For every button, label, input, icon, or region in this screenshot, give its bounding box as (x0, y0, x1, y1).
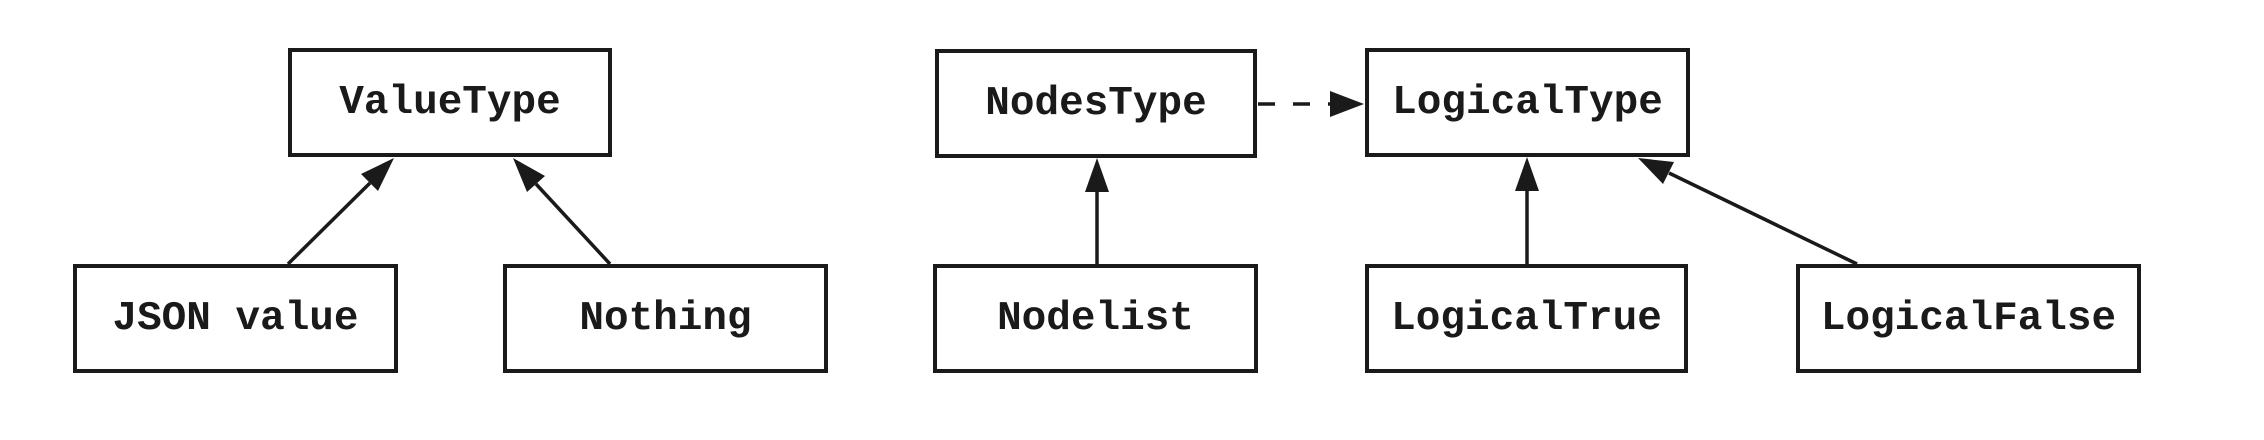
node-logicaltrue: LogicalTrue (1365, 264, 1688, 373)
edge-nothing-to-valuetype (513, 158, 612, 266)
arrowhead-icon (1638, 158, 1674, 184)
node-nodelist: Nodelist (933, 264, 1258, 373)
edge-logicaltrue-to-logicaltype (1515, 157, 1539, 264)
node-nothing: Nothing (503, 264, 828, 373)
arrowhead-icon (1085, 158, 1109, 192)
edge-logicalfalse-to-logicaltype (1638, 158, 1858, 266)
node-logicaltype: LogicalType (1365, 48, 1690, 157)
edge-nodelist-to-nodestype (1085, 158, 1109, 264)
edge-nodestype-to-logicaltype-dashed (1258, 91, 1364, 117)
node-label: LogicalFalse (1820, 295, 2117, 342)
node-nodestype: NodesType (935, 49, 1257, 158)
node-json-value: JSON value (73, 264, 398, 373)
arrowhead-icon (1515, 157, 1539, 191)
node-valuetype: ValueType (288, 48, 612, 157)
node-label: LogicalType (1392, 79, 1663, 126)
arrowhead-icon (513, 158, 545, 192)
node-label: Nothing (579, 295, 752, 342)
node-label: JSON value (112, 295, 359, 342)
node-label: Nodelist (997, 295, 1194, 342)
arrowhead-icon (361, 158, 394, 191)
node-label: ValueType (339, 79, 561, 126)
node-label: NodesType (985, 80, 1207, 127)
arrowhead-icon (1330, 91, 1364, 117)
edge-jsonvalue-to-valuetype (286, 158, 394, 266)
node-logicalfalse: LogicalFalse (1796, 264, 2141, 373)
node-label: LogicalTrue (1391, 295, 1662, 342)
